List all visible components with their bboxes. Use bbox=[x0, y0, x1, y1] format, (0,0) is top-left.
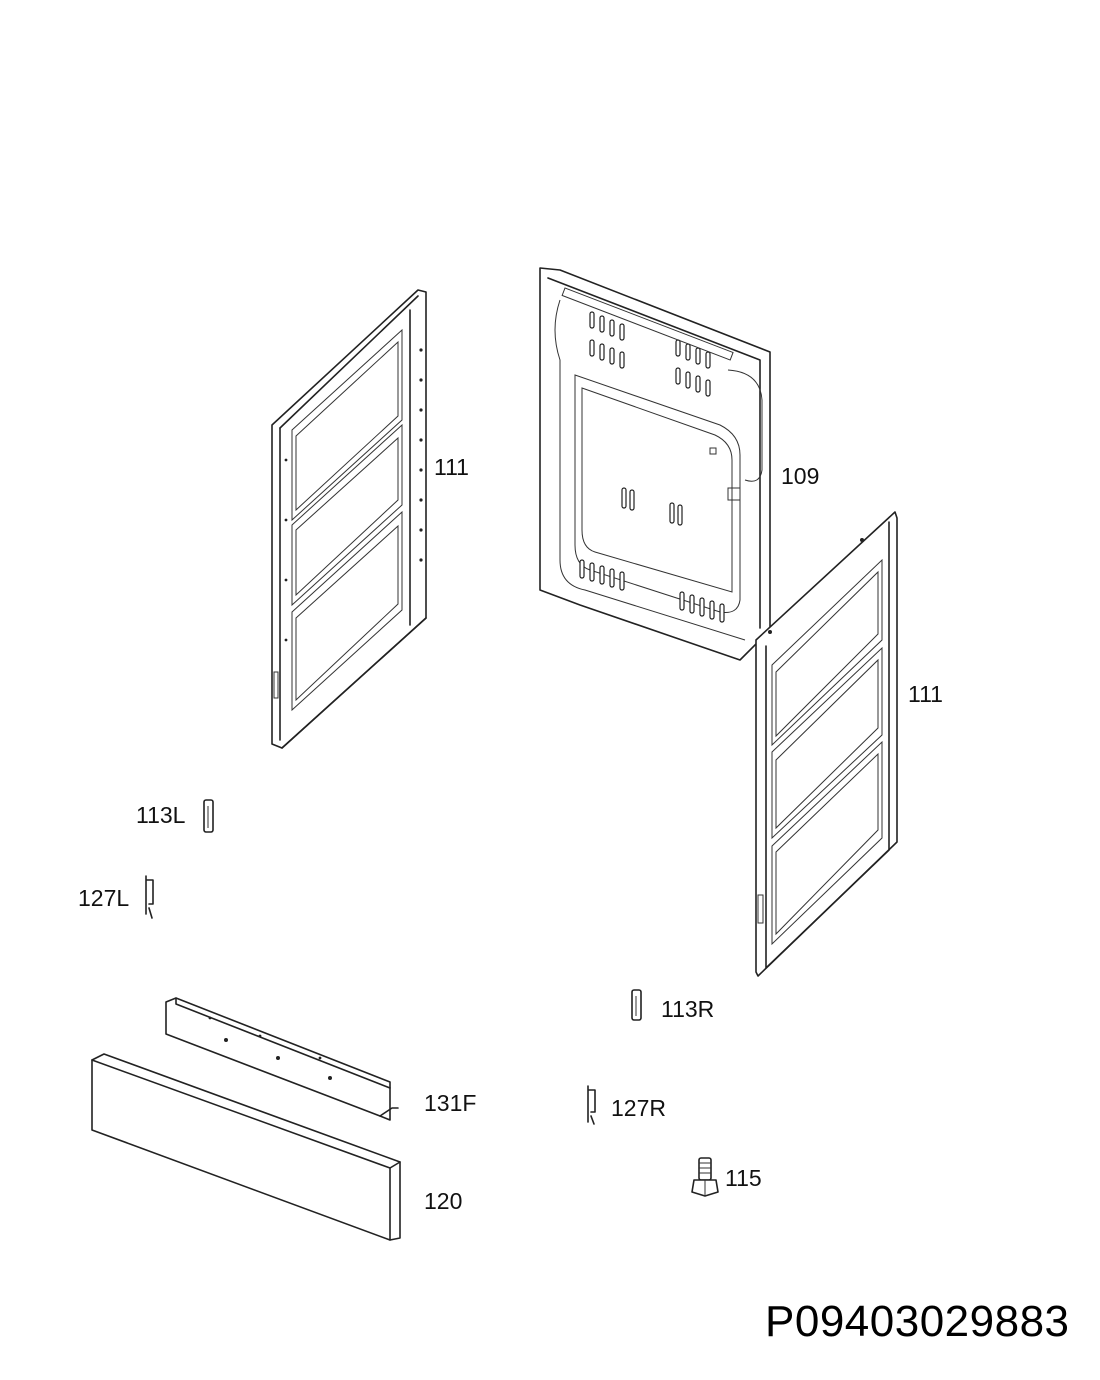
bracket-113l bbox=[203, 799, 214, 833]
label-bracket-113l: 113L bbox=[136, 802, 186, 828]
label-bracket-127l: 127L bbox=[78, 885, 130, 911]
plinth-120 bbox=[91, 1053, 401, 1241]
label-side-panel-right: 111 bbox=[908, 681, 943, 707]
label-plinth-120: 120 bbox=[424, 1188, 463, 1214]
vent-slots-center bbox=[621, 487, 683, 526]
label-foot-115: 115 bbox=[725, 1165, 762, 1191]
label-bracket-127r: 127R bbox=[611, 1095, 666, 1121]
side-panel-right bbox=[755, 511, 898, 977]
label-bracket-113r: 113R bbox=[661, 996, 715, 1022]
drawing-code: P09403029883 bbox=[765, 1297, 1070, 1346]
label-side-panel-left: 111 bbox=[434, 454, 469, 480]
bracket-127l bbox=[145, 875, 154, 919]
rail-131f bbox=[165, 997, 399, 1121]
bracket-127r bbox=[587, 1085, 596, 1125]
label-rail-131f: 131F bbox=[424, 1090, 477, 1116]
bracket-113r bbox=[631, 989, 642, 1021]
foot-115 bbox=[691, 1157, 719, 1197]
label-rear-panel: 109 bbox=[781, 463, 820, 489]
vent-slots-upper-left bbox=[589, 311, 625, 369]
vent-slots-lower bbox=[579, 559, 725, 623]
rear-panel bbox=[539, 267, 771, 661]
side-panel-left bbox=[271, 289, 427, 749]
